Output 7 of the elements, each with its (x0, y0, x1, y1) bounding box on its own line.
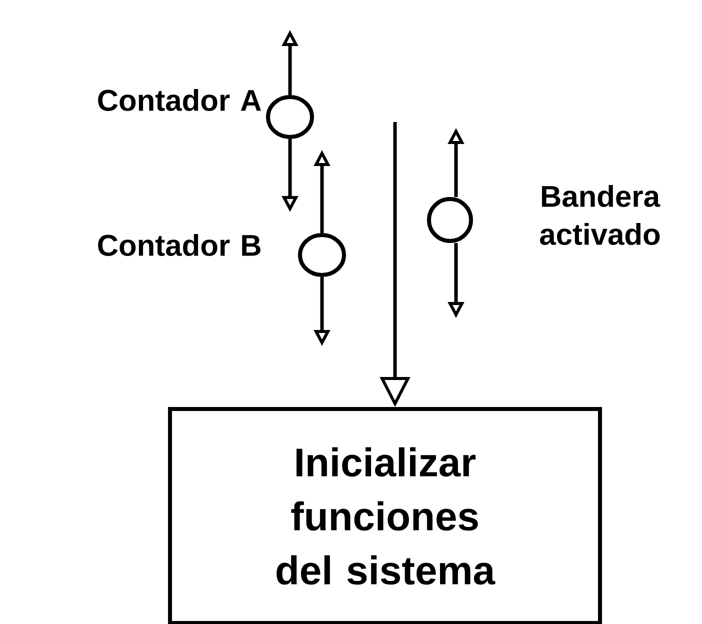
couple-label: Contador B (98, 234, 260, 256)
data-couple-circle (266, 95, 314, 139)
process-box: Inicializar funciones del sistema (168, 407, 602, 624)
data-couple-circle (298, 233, 346, 277)
couple-label: Bandera activado (540, 184, 660, 246)
couple-label: Contador A (98, 88, 261, 112)
data-couple-circle (427, 197, 473, 243)
